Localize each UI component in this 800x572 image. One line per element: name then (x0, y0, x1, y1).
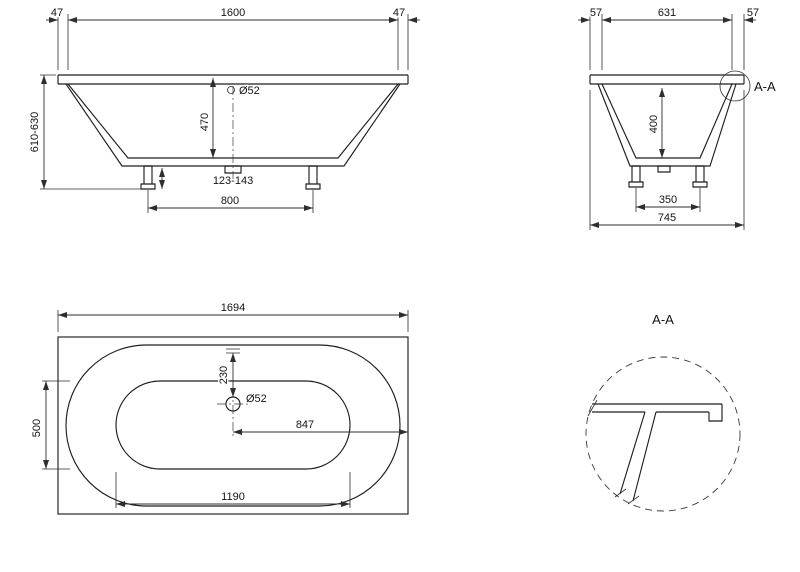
plan-dim-drain-diameter: Ø52 (246, 393, 267, 405)
front-dim-drain-diameter: Ø52 (239, 85, 260, 97)
plan-outer-rim (57, 336, 409, 515)
detail-rim-section (592, 403, 723, 502)
front-feet (140, 165, 321, 190)
side-elevation-view: 57 631 57 A-A 400 350 745 (578, 6, 778, 230)
section-detail-view: A-A (585, 311, 741, 512)
side-dim-inner-width: 631 (658, 7, 676, 19)
side-section-marker-circle (719, 70, 751, 102)
side-dim-overall-depth: 745 (658, 212, 676, 224)
side-dim-rim-right: 57 (747, 7, 759, 19)
side-dim-rim-left: 57 (590, 7, 602, 19)
detail-title: A-A (652, 312, 674, 327)
plan-dim-drain-offset: 230 (218, 366, 230, 384)
front-drain-hole-icon (227, 86, 235, 94)
plan-dim-floor-width: 500 (31, 419, 43, 437)
front-extension-lines (40, 14, 409, 213)
front-dim-feet-adjust: 123-143 (213, 175, 253, 187)
side-dim-inner-depth: 400 (648, 115, 660, 133)
front-dim-width: 1600 (221, 7, 245, 19)
front-tub-outline (57, 74, 409, 167)
plan-overflow-mark (226, 348, 240, 354)
front-dim-rim-left: 47 (51, 7, 63, 19)
front-dim-inner-depth: 470 (199, 113, 211, 131)
front-dim-feet-spacing: 800 (221, 195, 239, 207)
front-elevation-view: 47 1600 47 Ø52 470 610-630 123-143 800 (28, 6, 420, 213)
plan-dim-center-to-end: 847 (296, 419, 314, 431)
side-tub-outline (589, 74, 745, 167)
plan-view: 1694 230 Ø52 847 500 1190 (30, 301, 409, 515)
front-drain-fitting (224, 165, 242, 174)
plan-dim-overall-length: 1694 (221, 302, 245, 314)
front-dim-total-height: 610-630 (29, 112, 41, 152)
side-section-label: A-A (754, 79, 776, 94)
side-drain-fitting (657, 165, 671, 173)
front-dim-rim-right: 47 (393, 7, 405, 19)
side-feet (628, 165, 708, 188)
plan-dim-floor-length: 1190 (221, 491, 245, 503)
side-dim-feet-spacing: 350 (659, 194, 677, 206)
detail-break-ticks (587, 399, 640, 505)
side-extension-lines (589, 14, 745, 230)
detail-boundary-circle (585, 356, 741, 512)
plan-extension-lines (42, 310, 409, 508)
